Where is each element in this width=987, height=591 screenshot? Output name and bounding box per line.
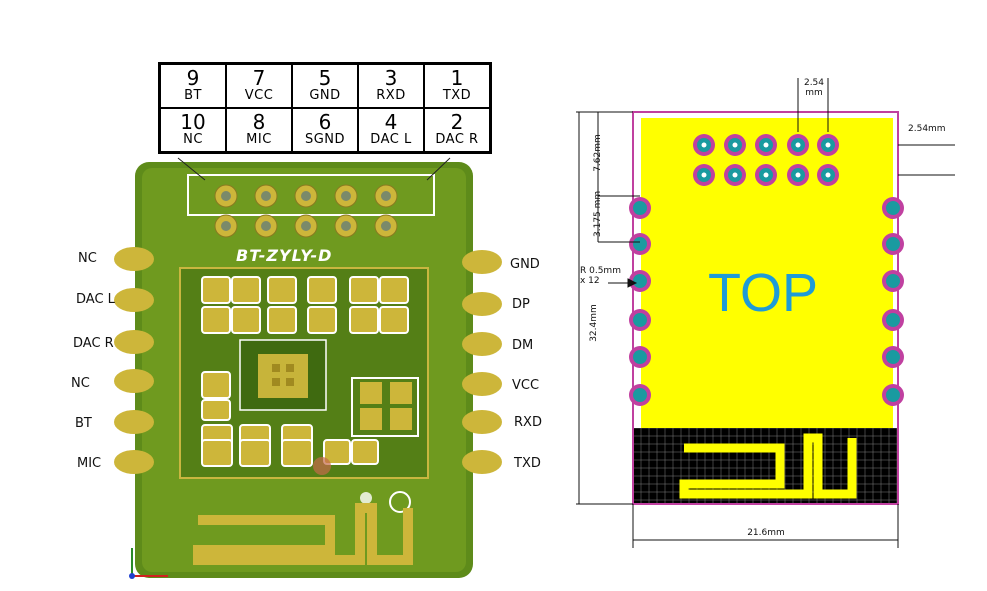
silkscreen-label: BT-ZYLY-D (236, 246, 333, 265)
left-pin-label: BT (75, 416, 92, 431)
dimension-lines (576, 78, 955, 548)
right-pin-label: GND (510, 257, 540, 272)
drawing-antenna (679, 433, 857, 499)
pin-name: NC (183, 132, 203, 147)
dim-pad-count: x 12 (580, 276, 600, 286)
left-pin-label: NC (71, 376, 90, 391)
pin-name: DAC R (435, 132, 479, 147)
pin-number: 2 (450, 110, 464, 134)
pin-name: BT (184, 88, 202, 103)
right-pin-label: RXD (514, 415, 542, 430)
top-view-drawing (576, 78, 955, 548)
left-pin-label: DAC L (76, 292, 115, 307)
pin-number: 7 (252, 66, 266, 90)
dim-width: 21.6mm (747, 528, 785, 538)
pin-number: 9 (186, 66, 200, 90)
dim-pitch-top: 2.54 mm (800, 78, 828, 98)
pin-number: 10 (180, 110, 206, 134)
pin-name: DAC L (370, 132, 412, 147)
pin-number: 1 (450, 66, 464, 90)
antenna-trace (193, 503, 413, 565)
pin-number: 5 (318, 66, 332, 90)
top-side-label: TOP (708, 263, 819, 323)
dim-row-offset-unit: mm (593, 190, 603, 209)
dim-header-offset: 7.62mm (593, 134, 603, 172)
pin-name: RXD (376, 88, 406, 103)
pin-number: 8 (252, 110, 266, 134)
pin-number: 4 (384, 110, 398, 134)
pin-name: VCC (244, 88, 274, 103)
left-pin-label: NC (78, 251, 97, 266)
drawing-side-pads (629, 197, 904, 406)
right-pin-label: DM (512, 338, 534, 353)
dim-height: 32.4mm (589, 304, 599, 342)
pin-name: MIC (246, 132, 272, 147)
pin-name: TXD (442, 88, 472, 103)
right-pin-label: TXD (514, 456, 541, 471)
dim-row-offset: 3.175 mm (593, 191, 603, 237)
pin-number: 6 (318, 110, 332, 134)
dim-pitch-top-unit: mm (805, 88, 823, 98)
smd-block (351, 377, 419, 437)
pin-name: SGND (304, 132, 346, 147)
left-pin-label: MIC (77, 456, 102, 471)
left-side-pads (114, 247, 154, 474)
smd-pads (201, 276, 409, 467)
dim-pad-radius: R 0.5mm x 12 (580, 266, 621, 286)
pin-number: 3 (384, 66, 398, 90)
dim-pad-radius-value: R 0.5mm (580, 266, 621, 276)
drawing-header-holes (693, 134, 839, 186)
left-pin-label: DAC R (73, 336, 114, 351)
dim-pitch-top-value: 2.54 (803, 78, 825, 88)
right-pin-label: VCC (512, 378, 540, 393)
dim-pitch-right: 2.54mm (908, 124, 946, 134)
ic-chip (239, 339, 327, 411)
pcb-board (135, 157, 473, 578)
dim-row-offset-value: 3.175 (593, 211, 603, 237)
right-pin-label: DP (512, 297, 530, 312)
axis-gizmo-icon (129, 548, 168, 579)
pin-name: GND (309, 88, 341, 103)
right-side-pads (462, 250, 502, 474)
